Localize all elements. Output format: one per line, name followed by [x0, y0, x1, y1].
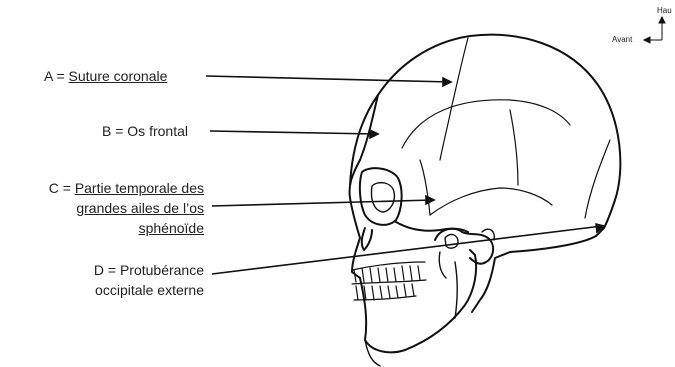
orient-front-arrow — [644, 37, 650, 43]
label-d-line1: D = Protubérance — [0, 260, 204, 280]
label-c-line2: grandes ailes de l’os — [0, 198, 204, 218]
label-d: D = Protubérance occipitale externe — [0, 260, 204, 300]
squamosal-suture — [430, 188, 552, 215]
styloid — [439, 252, 446, 278]
lambdoid-suture — [585, 140, 610, 218]
arrow-c — [426, 196, 434, 204]
leader-c — [212, 200, 432, 206]
sphenoid-line — [420, 160, 430, 215]
arrow-a — [443, 78, 451, 86]
label-c: C = Partie temporale des grandes ailes d… — [0, 178, 204, 238]
orient-front-label: Avant — [612, 35, 632, 44]
nasal-aperture — [362, 228, 372, 250]
label-c-line1: Partie temporale des — [75, 180, 204, 196]
orient-up-label: Hau — [657, 6, 672, 15]
upper-teeth — [354, 266, 420, 282]
zygomatic-arch — [396, 222, 468, 232]
cranium-outline — [350, 35, 620, 312]
ear-canal — [445, 235, 458, 249]
coronal-suture — [440, 38, 468, 160]
orbit — [360, 168, 402, 225]
upper-teeth-row — [352, 262, 425, 270]
orient-up-arrow — [659, 17, 665, 23]
ramus — [455, 262, 457, 318]
bite-line — [352, 280, 426, 284]
label-b: B = Os frontal — [102, 121, 188, 141]
label-a-term: Suture coronale — [69, 68, 168, 84]
label-c-line3: sphénoïde — [0, 218, 204, 238]
label-c-prefix: C = — [49, 180, 75, 196]
label-d-line2: occipitale externe — [0, 280, 204, 300]
label-a-prefix: A = — [44, 68, 69, 84]
leader-b — [210, 131, 376, 134]
parietal-line — [510, 110, 518, 185]
orbit-inner — [371, 183, 394, 212]
leader-a — [206, 76, 451, 82]
arrow-b — [370, 130, 378, 138]
temporal-line — [402, 100, 570, 148]
leader-d — [212, 226, 602, 274]
label-a: A = Suture coronale — [44, 66, 167, 86]
